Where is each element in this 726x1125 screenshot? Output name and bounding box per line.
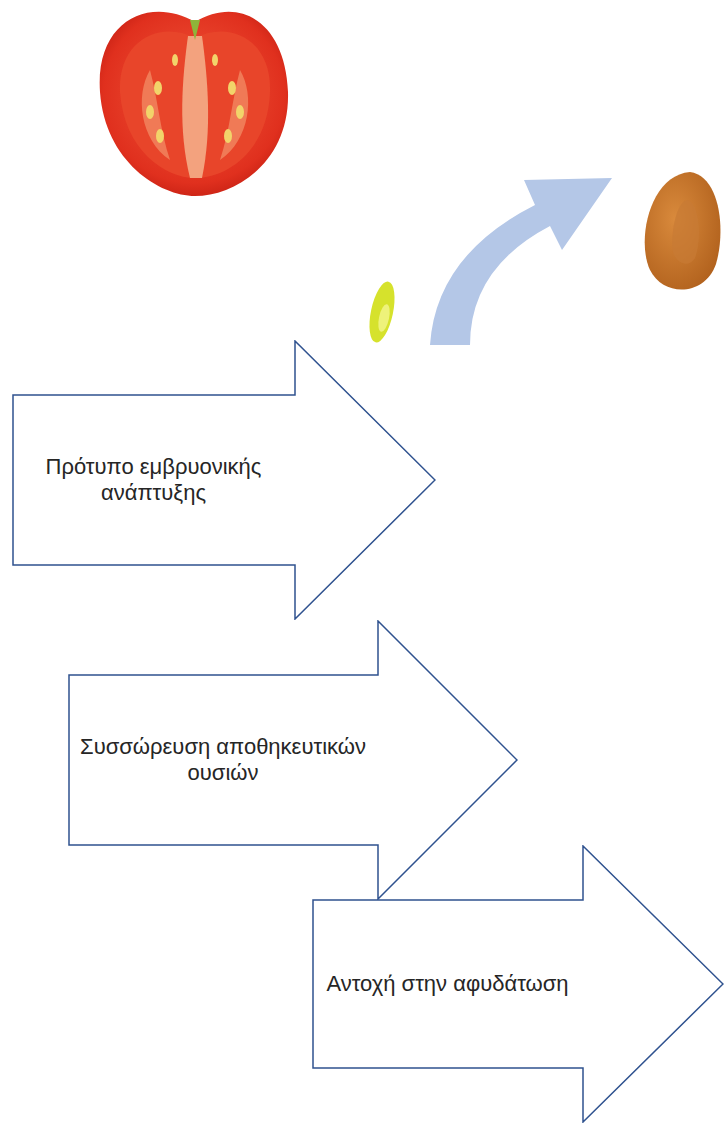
tomato-half [100, 12, 288, 196]
text-area: Αντοχή στην αφυδάτωση [312, 900, 583, 1068]
text-area: Πρότυπο εμβρυονικής ανάπτυξης [12, 395, 295, 565]
text-area: Συσσώρευση αποθηκευτικών ουσιών [68, 675, 378, 845]
arrow-box: Συσσώρευση αποθηκευτικών ουσιών [68, 620, 518, 900]
box-label: Αντοχή στην αφυδάτωση [314, 971, 580, 997]
young-seed [365, 279, 399, 344]
mature-seed [645, 172, 721, 290]
curved-arrow [430, 178, 612, 345]
arrow-outline [12, 340, 436, 620]
arrow-outline [68, 620, 518, 900]
box-label: Πρότυπο εμβρυονικής ανάπτυξης [12, 454, 295, 507]
arrow-box: Πρότυπο εμβρυονικής ανάπτυξης [12, 340, 436, 620]
arrow-box: Αντοχή στην αφυδάτωση [312, 845, 724, 1123]
box-label: Συσσώρευση αποθηκευτικών ουσιών [68, 734, 378, 787]
